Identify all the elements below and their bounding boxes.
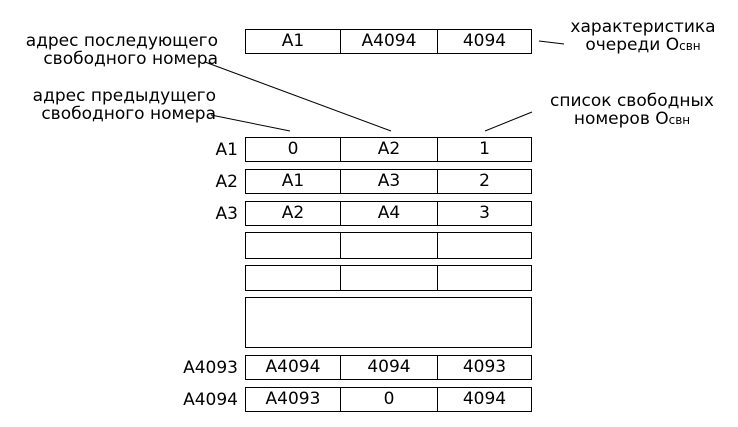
prev-cell: A4093 <box>246 388 341 411</box>
table-row: A4094 4094 4093 <box>245 355 532 380</box>
queue-characteristic-line1: характеристика <box>570 17 716 37</box>
prev-cell <box>246 233 341 258</box>
queue-count-cell: 4094 <box>462 31 507 51</box>
free-list-line2: номеров Oсвн <box>527 110 737 129</box>
queue-characteristic-line2: очереди Oсвн <box>553 36 733 55</box>
row-address-a3: A3 <box>215 204 238 224</box>
queue-characteristic-leader <box>538 40 565 45</box>
table-row: A1 A3 2 <box>245 169 532 194</box>
table-row-empty <box>245 265 532 291</box>
next-address-leader <box>204 61 392 132</box>
number-cell: 4094 <box>462 389 507 409</box>
next-address-label: адрес последующего свободного номера <box>0 32 218 68</box>
prev-cell: A4094 <box>246 356 341 379</box>
prev-address-line2: свободного номера <box>41 104 216 124</box>
queue-characteristic-label: характеристика очереди Oсвн <box>553 18 733 55</box>
number-cell: 2 <box>479 171 490 191</box>
queue-tail-cell: A4094 <box>341 30 438 53</box>
table-row-empty <box>245 232 532 259</box>
queue-head-cell: A1 <box>246 30 341 53</box>
row-address-a4094: A4094 <box>183 390 238 410</box>
table-row: 0 A2 1 <box>245 137 532 162</box>
row-address-a2: A2 <box>215 172 238 192</box>
next-address-line2: свободного номера <box>43 49 218 69</box>
next-cell: A4 <box>341 202 438 225</box>
free-list-text: номеров O <box>573 109 669 129</box>
next-cell: A2 <box>341 138 438 161</box>
number-cell: 3 <box>479 203 490 223</box>
number-cell: 4093 <box>462 357 507 377</box>
queue-characteristic-row: A1 A4094 4094 <box>245 29 532 54</box>
number-cell <box>438 266 531 290</box>
number-cell <box>438 233 531 258</box>
table-row: A4093 0 4094 <box>245 387 532 412</box>
prev-cell <box>246 266 341 290</box>
prev-address-leader <box>210 114 291 132</box>
prev-address-line1: адрес предыдущего <box>32 86 216 106</box>
free-list-leader <box>484 111 533 132</box>
queue-characteristic-subscript: свн <box>679 39 701 53</box>
table-row: A2 A4 3 <box>245 201 532 226</box>
prev-cell: A1 <box>246 170 341 193</box>
queue-characteristic-text: очереди O <box>585 35 680 55</box>
prev-address-label: адрес предыдущего свободного номера <box>0 87 216 123</box>
next-cell <box>341 233 438 258</box>
free-list-subscript: свн <box>668 113 691 127</box>
next-address-line1: адрес последующего <box>25 31 218 51</box>
prev-cell: 0 <box>246 138 341 161</box>
free-list-label: список свободных номеров Oсвн <box>527 92 737 129</box>
next-cell <box>341 266 438 290</box>
next-cell: A3 <box>341 170 438 193</box>
number-cell: 1 <box>479 139 490 159</box>
next-cell: 4094 <box>341 356 438 379</box>
free-list-line1: список свободных <box>550 91 714 111</box>
prev-cell: A2 <box>246 202 341 225</box>
row-address-a4093: A4093 <box>183 358 238 378</box>
next-cell: 0 <box>341 388 438 411</box>
row-address-a1: A1 <box>215 140 238 160</box>
elided-rows-block <box>245 297 532 348</box>
